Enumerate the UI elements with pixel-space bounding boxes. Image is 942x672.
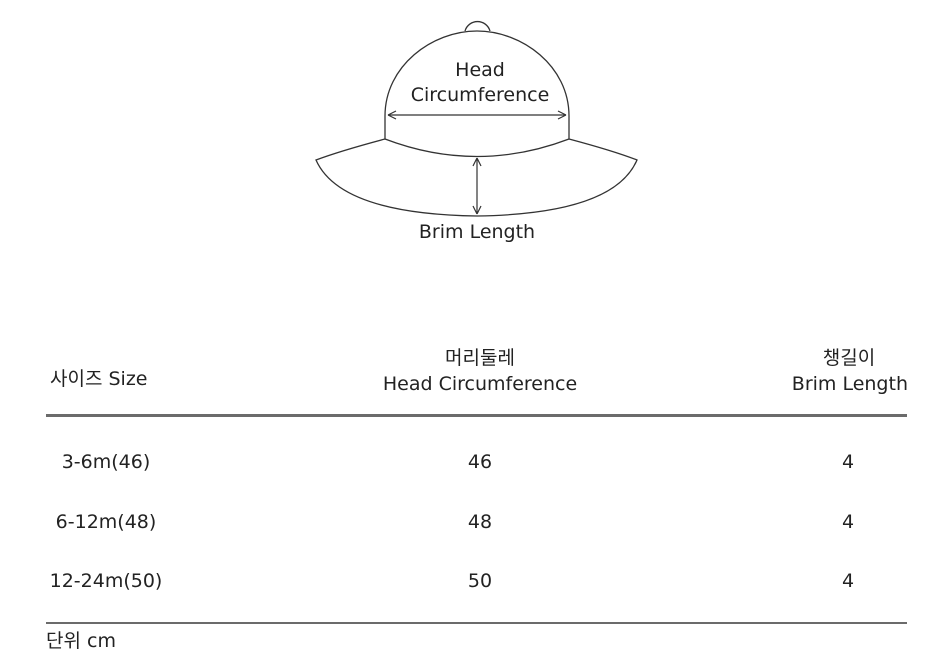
- header-head-ko: 머리둘레: [445, 347, 515, 369]
- head-label-line2: Circumference: [410, 84, 550, 106]
- table-row: 6-12m(48) 48 4: [46, 509, 907, 539]
- brim-length-arrow: [472, 157, 482, 215]
- brim-length-label: Brim Length: [418, 221, 536, 243]
- hat-diagram: Head Circumference Brim Length: [0, 0, 942, 260]
- header-head-circumference: 머리둘레 Head Circumference: [330, 345, 630, 397]
- header-brim-en: Brim Length: [791, 373, 908, 395]
- hat-brim: [315, 138, 638, 217]
- cell-brim: 4: [841, 570, 855, 592]
- header-size: 사이즈 Size: [50, 368, 148, 390]
- hat-crown: [384, 30, 570, 139]
- size-table: 사이즈 Size 머리둘레 Head Circumference 챙길이 Bri…: [46, 340, 908, 624]
- cell-brim: 4: [841, 511, 855, 533]
- table-row: 12-24m(50) 50 4: [46, 568, 907, 598]
- header-brim-length: 챙길이 Brim Length: [758, 345, 908, 397]
- cell-head: 50: [467, 570, 493, 592]
- cell-size: 6-12m(48): [55, 511, 157, 533]
- cell-head: 48: [467, 511, 493, 533]
- cell-size: 3-6m(46): [61, 451, 151, 473]
- head-label-line1: Head: [455, 59, 505, 81]
- head-circumference-arrow: [387, 110, 567, 120]
- cell-head: 46: [467, 451, 493, 473]
- header-brim-ko: 챙길이: [822, 347, 876, 369]
- head-circumference-label: Head Circumference: [380, 58, 580, 108]
- table-row: 3-6m(46) 46 4: [46, 449, 907, 479]
- hat-top-button: [464, 20, 491, 32]
- table-body: 3-6m(46) 46 4 6-12m(48) 48 4 12-24m(50) …: [46, 417, 907, 624]
- cell-brim: 4: [841, 451, 855, 473]
- table-header: 사이즈 Size 머리둘레 Head Circumference 챙길이 Bri…: [46, 340, 908, 417]
- header-head-en: Head Circumference: [382, 373, 578, 395]
- hat-band: [384, 138, 570, 158]
- unit-note: 단위 cm: [46, 630, 116, 652]
- cell-size: 12-24m(50): [49, 570, 163, 592]
- hat-illustration: [315, 20, 638, 217]
